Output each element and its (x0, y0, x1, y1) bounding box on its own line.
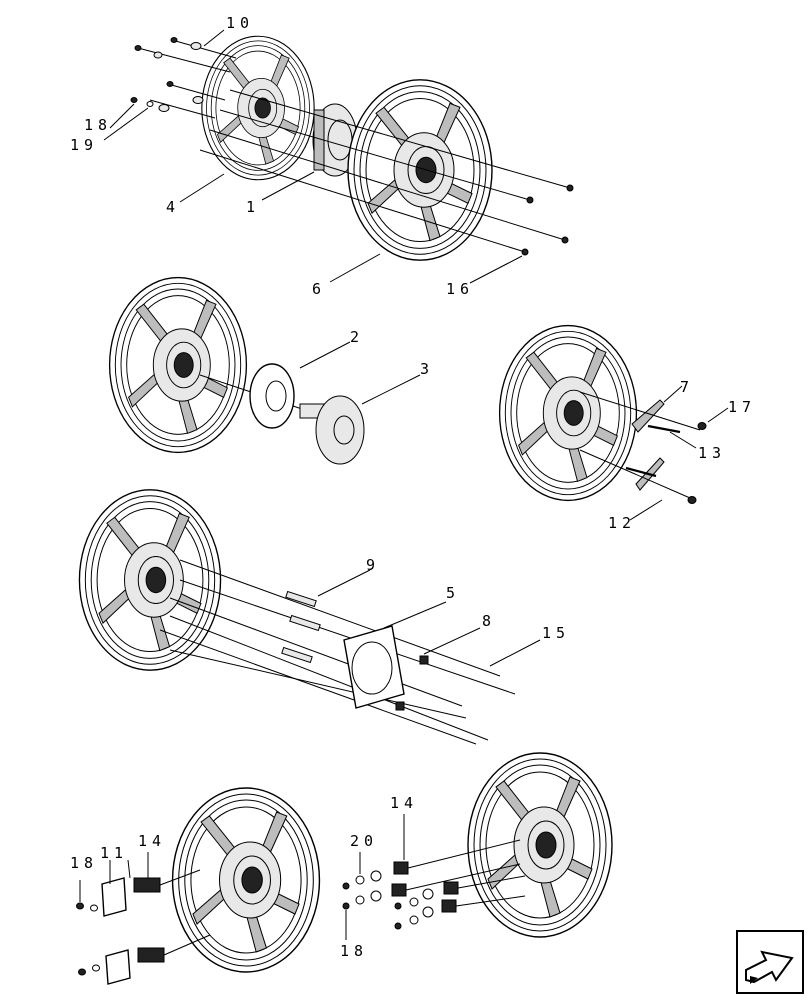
nuts-part-10-18-19 (130, 37, 237, 119)
assembly-middle-right (498, 324, 729, 521)
callout-5: 5 (446, 584, 460, 602)
wheel-group5 (171, 787, 321, 973)
callout-6: 6 (312, 280, 326, 298)
callout-7: 7 (680, 378, 694, 396)
spring-part-13 (625, 424, 681, 478)
callout-17: 17 (728, 398, 756, 416)
callout-8: 8 (482, 612, 496, 630)
callout-15: 15 (542, 624, 570, 642)
plate-part-5 (343, 625, 405, 709)
assembly-bottom-right (342, 752, 613, 940)
wheel-group3 (498, 324, 638, 502)
assembly-bottom-left (76, 787, 321, 985)
springs-part-14-right (391, 839, 526, 913)
bolt-part-12 (687, 496, 697, 504)
callout-18-top: 18 (84, 116, 112, 134)
callout-19: 19 (70, 136, 98, 154)
callout-2: 2 (350, 328, 364, 346)
spacer-part-8 (419, 655, 429, 665)
bracket-part-11 (101, 877, 131, 985)
bolts-part-16 (199, 89, 574, 256)
callout-10: 10 (226, 14, 254, 32)
springs-part-14-left (133, 869, 211, 963)
wheel-group4 (78, 489, 222, 671)
callout-20: 20 (350, 832, 378, 850)
callout-1: 1 (246, 198, 260, 216)
wheel-group6 (467, 752, 613, 938)
bolt-part-17 (697, 422, 707, 430)
callout-18-bottom: 18 (340, 942, 368, 960)
callout-13: 13 (698, 444, 726, 462)
washers-part-20 (355, 870, 434, 925)
wheel-group2 (108, 276, 248, 454)
flange-part-3 (299, 395, 365, 465)
callout-14-right: 14 (390, 794, 418, 812)
assembly-lower (78, 489, 541, 745)
assembly-top (103, 29, 574, 284)
assembly-middle-left (108, 276, 421, 465)
callout-18-left: 18 (70, 854, 98, 872)
wheel-part-4 (201, 35, 315, 181)
callout-3: 3 (420, 360, 434, 378)
next-page-arrow-icon (736, 930, 804, 994)
callout-9: 9 (366, 556, 380, 574)
wheel-part-6 (347, 79, 493, 261)
next-page-button[interactable] (736, 930, 804, 994)
rods-part-9 (159, 559, 516, 745)
callout-4: 4 (166, 198, 180, 216)
callout-12: 12 (608, 514, 636, 532)
callout-16: 16 (446, 280, 474, 298)
callout-14-left: 14 (138, 832, 166, 850)
washer-part-2 (249, 363, 295, 429)
callout-11: 11 (100, 844, 128, 862)
